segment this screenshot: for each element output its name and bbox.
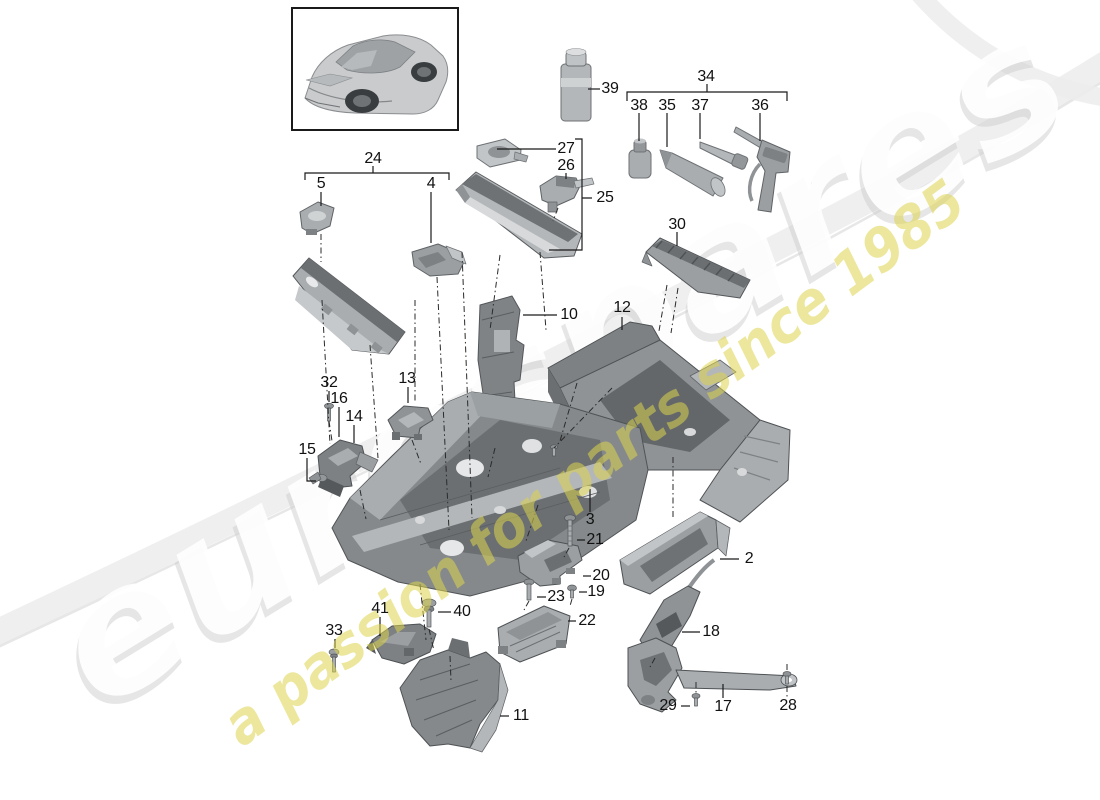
- part-37-nozzle[interactable]: [699, 141, 749, 170]
- part-label-35[interactable]: 35: [658, 97, 676, 114]
- part-label-12[interactable]: 12: [613, 299, 631, 316]
- part-2-bracket[interactable]: [619, 511, 731, 595]
- part-11-panel[interactable]: [399, 638, 509, 753]
- part-label-34[interactable]: 34: [697, 68, 715, 85]
- part-13-bracket[interactable]: [387, 405, 434, 440]
- part-39-canister[interactable]: [560, 48, 592, 122]
- part-20-bracket[interactable]: [517, 539, 583, 587]
- part-label-21[interactable]: 21: [586, 531, 604, 548]
- part-17-arm[interactable]: [627, 637, 798, 713]
- part-label-4[interactable]: 4: [426, 175, 436, 192]
- part-label-32[interactable]: 32: [320, 374, 338, 391]
- part-label-29[interactable]: 29: [659, 697, 677, 714]
- part-label-39[interactable]: 39: [601, 80, 619, 97]
- part-label-23[interactable]: 23: [547, 588, 565, 605]
- part-label-33[interactable]: 33: [325, 622, 343, 639]
- part-label-37[interactable]: 37: [691, 97, 709, 114]
- assembly-dashed-lines: [320, 207, 788, 697]
- part-26-bracket[interactable]: [539, 175, 595, 213]
- part-label-36[interactable]: 36: [751, 97, 769, 114]
- leader-lines: [304, 84, 788, 717]
- part-30-ribbed-rail[interactable]: [641, 237, 751, 299]
- car-thumbnail: [291, 7, 459, 131]
- part-label-19[interactable]: 19: [587, 583, 605, 600]
- part-label-17[interactable]: 17: [714, 698, 732, 715]
- part-label-15[interactable]: 15: [298, 441, 316, 458]
- part-label-3[interactable]: 3: [585, 511, 595, 528]
- part-label-11[interactable]: 11: [512, 707, 530, 724]
- part-25-rail[interactable]: [455, 171, 583, 259]
- watermark-swoosh: [0, 0, 1100, 648]
- part-35-cartridge[interactable]: [659, 149, 728, 199]
- part-5-bracket[interactable]: [299, 201, 335, 235]
- part-label-20[interactable]: 20: [592, 567, 610, 584]
- part-38-bottle[interactable]: [628, 138, 652, 179]
- part-label-14[interactable]: 14: [345, 408, 363, 425]
- group-25-bracket: [549, 138, 592, 251]
- group-34-bracket: [626, 84, 788, 101]
- part-label-22[interactable]: 22: [578, 612, 596, 629]
- part-label-28[interactable]: 28: [779, 697, 797, 714]
- part-14-15-16-bracket-cluster[interactable]: [308, 439, 379, 497]
- part-label-25[interactable]: 25: [596, 189, 614, 206]
- part-label-24[interactable]: 24: [364, 150, 382, 167]
- part-label-10[interactable]: 10: [560, 306, 578, 323]
- part-label-16[interactable]: 16: [330, 390, 348, 407]
- part-41-bracket[interactable]: [366, 623, 437, 665]
- part-27-plate[interactable]: [476, 138, 529, 168]
- part-label-2[interactable]: 2: [744, 550, 754, 567]
- part-label-18[interactable]: 18: [702, 623, 720, 640]
- part-label-13[interactable]: 13: [398, 370, 416, 387]
- part-22-plate[interactable]: [497, 605, 571, 663]
- part-label-38[interactable]: 38: [630, 97, 648, 114]
- group-24-bracket: [304, 166, 450, 180]
- part-4-bracket[interactable]: [411, 243, 467, 277]
- part-label-5[interactable]: 5: [316, 175, 326, 192]
- part-label-30[interactable]: 30: [668, 216, 686, 233]
- part-label-41[interactable]: 41: [371, 600, 389, 617]
- part-36-gun[interactable]: [733, 126, 791, 213]
- part-label-26[interactable]: 26: [557, 157, 575, 174]
- part-label-27[interactable]: 27: [557, 140, 575, 157]
- part-24-sill-rail[interactable]: [292, 257, 406, 355]
- part-label-40[interactable]: 40: [453, 603, 471, 620]
- fasteners[interactable]: [324, 402, 792, 707]
